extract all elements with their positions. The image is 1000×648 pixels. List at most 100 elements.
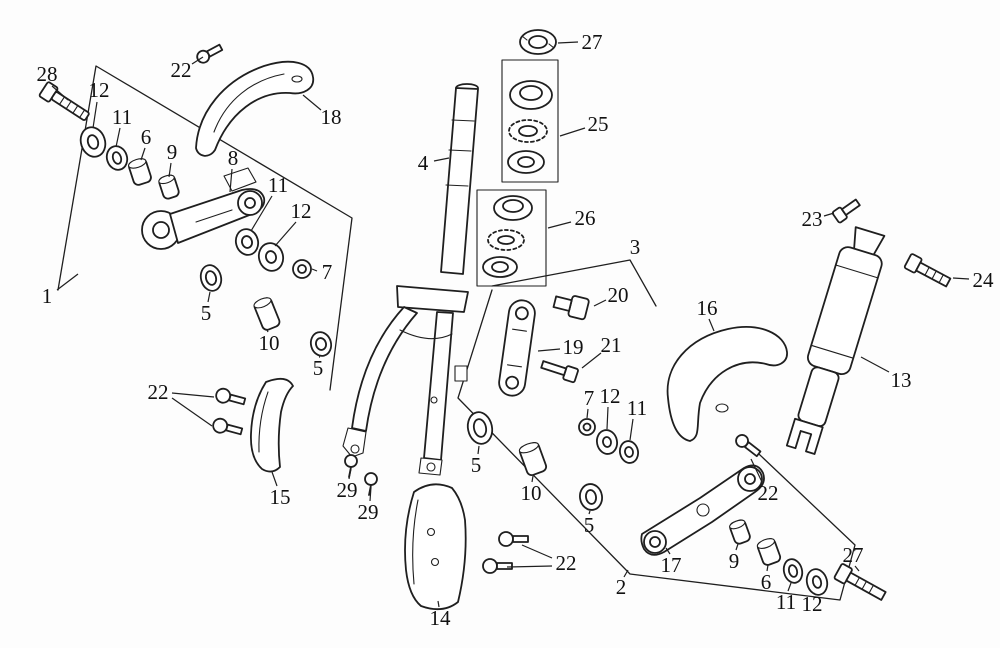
part-upper-cover-18: [195, 60, 315, 157]
part-screw-22-mid-a: [498, 531, 529, 547]
part-number-29: 29: [337, 478, 358, 502]
part-ring-5-upper: [199, 264, 223, 292]
leader-line-part-12: [813, 592, 817, 596]
part-bolt-23: [831, 198, 861, 224]
part-number-8: 8: [228, 146, 239, 170]
part-number-29: 29: [358, 500, 379, 524]
part-number-12: 12: [291, 199, 312, 223]
part-washer-11-front: [105, 145, 129, 171]
part-bolt-21: [540, 360, 579, 384]
part-screw-22-shock: [735, 434, 762, 458]
leader-line-part-9: [168, 162, 172, 178]
part-number-5: 5: [584, 513, 595, 537]
part-number-13: 13: [891, 368, 912, 392]
part-number-5: 5: [313, 356, 324, 380]
part-number-9: 9: [729, 549, 740, 573]
part-number-14: 14: [430, 606, 452, 630]
part-number-22: 22: [556, 551, 577, 575]
part-number-11: 11: [627, 396, 647, 420]
part-number-10: 10: [259, 331, 280, 355]
leader-line-part-4: [433, 157, 450, 162]
part-link-19: [498, 299, 536, 397]
group-boundary-1: [57, 65, 353, 391]
leader-line-part-7: [311, 268, 318, 272]
leader-line-part-2: [623, 569, 629, 578]
part-steering-nut-27: [519, 29, 557, 55]
leader-line-part-24: [952, 277, 970, 280]
part-washer-11-mid: [234, 228, 260, 256]
part-number-23: 23: [802, 207, 823, 231]
part-ring-5-lower-a: [466, 411, 494, 445]
part-screw-29-a: [344, 454, 358, 478]
leader-line-part-29: [369, 486, 372, 502]
part-spacer-10-upper: [253, 297, 281, 331]
leader-line-part-26: [547, 221, 572, 229]
part-number-11: 11: [776, 590, 796, 614]
part-lower-cover-15: [250, 377, 294, 473]
part-screw-22-mid-b: [482, 558, 513, 574]
part-number-25: 25: [588, 112, 609, 136]
part-washer-12-front: [79, 126, 107, 158]
part-number-19: 19: [563, 335, 584, 359]
part-number-27: 27: [582, 30, 603, 54]
part-screw-22-top: [196, 43, 224, 64]
part-number-7: 7: [584, 386, 595, 410]
leader-line-part-22: [171, 397, 213, 427]
part-number-4: 4: [418, 151, 429, 175]
leader-line-part-21: [581, 352, 602, 369]
part-number-27: 27: [843, 543, 864, 567]
leader-line-part-12: [274, 221, 297, 247]
part-fork-assembly-4: [342, 83, 479, 476]
leader-line-part-13: [860, 356, 890, 373]
leader-line-part-22: [191, 56, 204, 65]
leader-line-part-28: [51, 85, 69, 101]
leader-line-part-12: [92, 101, 98, 129]
leader-line-part-25: [559, 127, 586, 137]
part-lower-cover-14: [404, 483, 467, 611]
leader-line-part-11: [250, 195, 273, 232]
part-bushing-6-front: [128, 158, 152, 186]
part-number-26: 26: [575, 206, 596, 230]
leader-line-part-12: [606, 406, 609, 430]
part-side-cover-16: [666, 326, 788, 442]
part-number-12: 12: [600, 384, 621, 408]
leader-line-part-19: [537, 348, 561, 352]
part-number-24: 24: [973, 268, 995, 292]
leader-line-part-5: [207, 291, 211, 303]
part-number-7: 7: [322, 260, 333, 284]
leader-line-part-20: [593, 299, 607, 307]
part-bearing-kit-box-26: [476, 189, 547, 287]
part-number-20: 20: [608, 283, 629, 307]
part-bolt-27-rear: [833, 563, 887, 601]
leader-line-part-6: [140, 147, 146, 161]
part-bolt-28: [38, 81, 90, 121]
leader-line-part-22: [506, 565, 553, 568]
part-bolt-20: [552, 295, 590, 321]
leader-line-part-23: [823, 212, 835, 217]
leader-line-part-22: [750, 458, 763, 483]
leader-line-part-5: [477, 445, 480, 455]
leader-line-part-11: [629, 418, 634, 441]
part-number-5: 5: [471, 453, 482, 477]
part-screw-22-left-b: [212, 417, 244, 436]
leader-line-part-5: [588, 510, 591, 515]
part-number-6: 6: [141, 125, 152, 149]
leader-line-part-8: [229, 168, 233, 193]
part-number-10: 10: [521, 481, 542, 505]
leader-line-part-7: [586, 408, 589, 419]
part-number-28: 28: [37, 62, 58, 86]
leader-line-part-11: [787, 582, 792, 592]
part-spacer-9-front: [158, 174, 180, 200]
part-washer-12-rear: [805, 568, 829, 596]
leader-line-part-1: [56, 273, 79, 291]
part-number-9: 9: [167, 140, 178, 164]
leader-line-part-17: [665, 547, 671, 555]
part-number-15: 15: [270, 485, 291, 509]
part-shock-absorber-13: [785, 226, 886, 455]
leader-line-part-22: [521, 544, 553, 559]
part-lower-bracket-17: [640, 464, 765, 556]
part-screw-22-left-a: [215, 387, 247, 406]
part-number-3: 3: [630, 235, 641, 259]
